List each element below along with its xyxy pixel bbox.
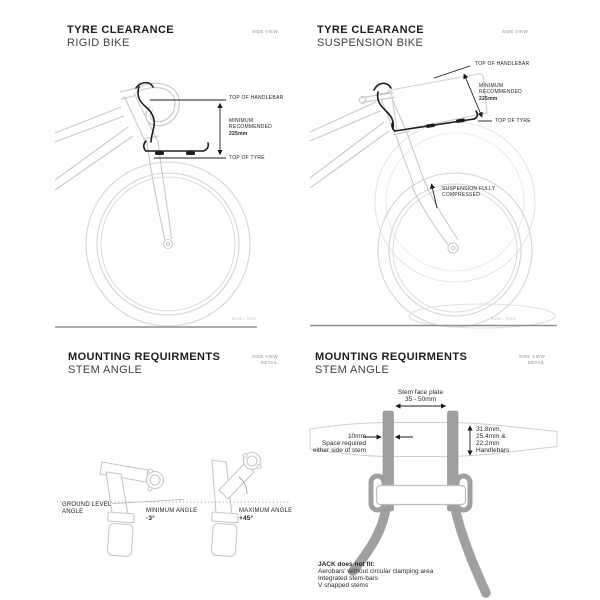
label-minimum-suspension: MINIMUM RECOMMENDED 225mm [479,83,523,102]
panel-title: TYRE CLEARANCE [67,24,175,36]
label-10mm-space: 10mm Space required either side of stem [312,433,366,454]
panel-suspension-header: TYRE CLEARANCE SUSPENSION BIKE [317,24,424,50]
label-top-of-handlebar-rigid: TOP OF HANDLEBAR [229,95,284,101]
label-minimum-rigid: MINIMUM RECOMMENDED 225mm [229,118,273,137]
ground-label-suspension: ROAD / TRAIL [490,316,516,321]
label-stem-face-plate: Stem face plate 35 - 50mm [397,389,444,403]
label-handlebar-diameters: 31.8mm, 25.4mm & 22.2mm Handlebars [476,426,510,454]
view-label-stem-angle: SIDE VIEW DETAIL [252,354,278,365]
ground-label-rigid: ROAD / TRAIL [231,316,257,321]
label-top-of-tyre-suspension: TOP OF TYRE [495,118,531,124]
label-top-of-tyre-rigid: TOP OF TYRE [229,155,265,161]
view-label-stem-detail: SIDE VIEW DETAIL [519,354,545,365]
jack-rack-suspension [373,82,479,132]
panel-subtitle: SUSPENSION BIKE [317,37,424,49]
panel-subtitle: STEM ANGLE [68,364,143,376]
view-label-suspension: SIDE VIEW [502,29,528,34]
panel-subtitle: STEM ANGLE [315,364,390,376]
label-suspension-compressed: SUSPENSION FULLY COMPRESSED [442,186,496,199]
panel-title: MOUNTING REQUIRMENTS [68,351,221,363]
angle-marks [57,476,291,504]
label-does-not-fit: JACK does not fit: Aerobars' without cir… [318,561,434,589]
rigid-bike-drawing [54,82,251,327]
stem-angle-drawing [99,451,262,557]
dimension-rigid [150,99,226,159]
panel-title: MOUNTING REQUIRMENTS [315,351,468,363]
panel-subtitle: RIGID BIKE [67,37,130,49]
stem-detail-drawing [309,410,558,598]
panel-rigid-header: TYRE CLEARANCE RIGID BIKE [67,24,174,50]
label-minimum-angle: MINIMUM ANGLE -3° [146,508,198,522]
suspension-bike-drawing [309,73,556,329]
panel-stem-detail-header: MOUNTING REQUIRMENTS STEM ANGLE [315,351,467,377]
label-ground-level-angle: GROUND LEVEL ANGLE [62,502,112,515]
panel-stem-angle-header: MOUNTING REQUIRMENTS STEM ANGLE [68,351,220,377]
panel-title: TYRE CLEARANCE [317,24,425,36]
dimension-stem-detail [363,403,473,456]
view-label-rigid: SIDE VIEW [252,29,278,34]
dimension-suspension [429,65,492,209]
jack-rack-rigid [135,81,210,155]
label-maximum-angle: MAXIMUM ANGLE +45° [239,508,293,522]
label-top-of-handlebar-suspension: TOP OF HANDLEBAR [475,61,530,67]
